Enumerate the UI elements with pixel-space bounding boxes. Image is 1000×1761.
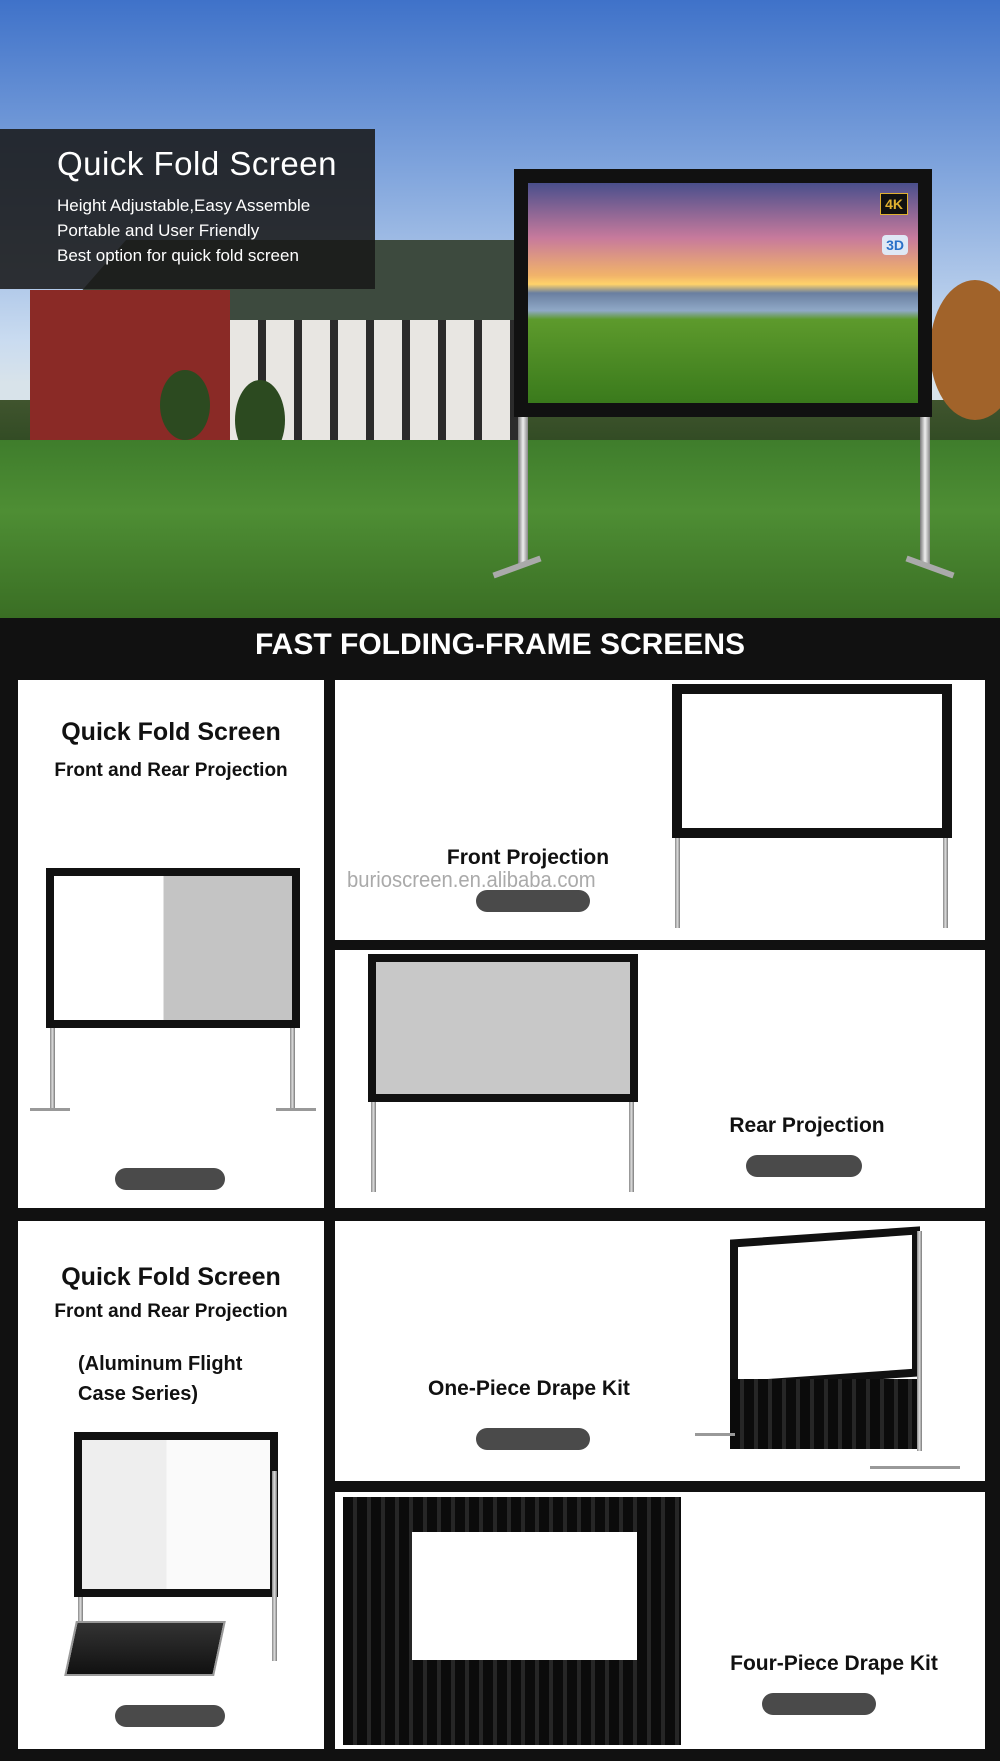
hero-title: Quick Fold Screen — [57, 145, 337, 182]
pill-button[interactable] — [762, 1693, 876, 1715]
bush — [160, 370, 210, 440]
pill-button[interactable] — [115, 1168, 225, 1190]
watermark: burioscreen.en.alibaba.com — [347, 867, 596, 892]
screen-frame — [74, 1432, 278, 1597]
screen-leg — [629, 1102, 634, 1192]
screen-leg — [920, 416, 930, 566]
panel-flight-case: Quick Fold Screen Front and Rear Project… — [18, 1221, 324, 1749]
autumn-tree — [930, 280, 1000, 420]
screen-foot — [870, 1466, 960, 1469]
screen-leg — [943, 838, 948, 928]
screen-leg — [50, 1028, 55, 1108]
screen-frame — [730, 1226, 920, 1390]
flight-case — [64, 1621, 226, 1676]
pill-button[interactable] — [476, 890, 590, 912]
screen-frame — [46, 868, 300, 1028]
panel-label: Front Projection — [446, 846, 610, 869]
panel-label: One-Piece Drape Kit — [428, 1377, 630, 1400]
panel-note: (Aluminum Flight — [78, 1353, 243, 1375]
screen-leg — [371, 1102, 376, 1192]
hero-feature: Portable and User Friendly — [57, 221, 260, 240]
lawn — [0, 440, 1000, 618]
4k-badge: 4K — [880, 193, 908, 215]
drape-skirt — [730, 1379, 920, 1449]
section-title: FAST FOLDING-FRAME SCREENS — [254, 628, 745, 661]
pill-button[interactable] — [476, 1428, 590, 1450]
screen-foot — [695, 1433, 735, 1436]
panel-title: Quick Fold Screen — [61, 1263, 281, 1291]
screen-frame — [672, 684, 952, 838]
hero-projection-screen: 4K 3D — [514, 169, 932, 417]
panel-label: Rear Projection — [729, 1114, 885, 1137]
screen-leg — [290, 1028, 295, 1108]
projection-surface — [412, 1532, 637, 1660]
pill-button[interactable] — [746, 1155, 862, 1177]
hero-feature: Height Adjustable,Easy Assemble — [57, 196, 311, 215]
3d-badge: 3D — [882, 235, 908, 255]
panel-title: Quick Fold Screen — [61, 718, 281, 746]
screen-foot — [30, 1108, 70, 1111]
hero-textbox: Quick Fold Screen Height Adjustable,Easy… — [0, 129, 375, 289]
panel-front-projection: Front Projection burioscreen.en.alibaba.… — [335, 680, 985, 940]
screen-frame — [368, 954, 638, 1102]
panel-quick-fold: Quick Fold Screen Front and Rear Project… — [18, 680, 324, 1208]
panel-subtitle: Front and Rear Projection — [54, 760, 288, 781]
hero-feature: Best option for quick fold screen — [57, 246, 299, 265]
screen-leg — [272, 1471, 277, 1661]
screen-foot — [276, 1108, 316, 1111]
panel-label: Four-Piece Drape Kit — [730, 1652, 938, 1675]
screen-leg — [675, 838, 680, 928]
pill-button[interactable] — [115, 1705, 225, 1727]
panel-four-piece-drape: Four-Piece Drape Kit — [335, 1492, 985, 1749]
panel-subtitle: Front and Rear Projection — [54, 1301, 288, 1322]
screen-leg — [917, 1231, 922, 1451]
panel-note: Case Series) — [78, 1383, 199, 1405]
sunset-image — [528, 183, 918, 403]
screen-leg — [518, 416, 528, 566]
panel-one-piece-drape: One-Piece Drape Kit — [335, 1221, 985, 1481]
panel-rear-projection: Rear Projection — [335, 950, 985, 1208]
hero-banner: Quick Fold Screen Height Adjustable,Easy… — [0, 0, 1000, 618]
